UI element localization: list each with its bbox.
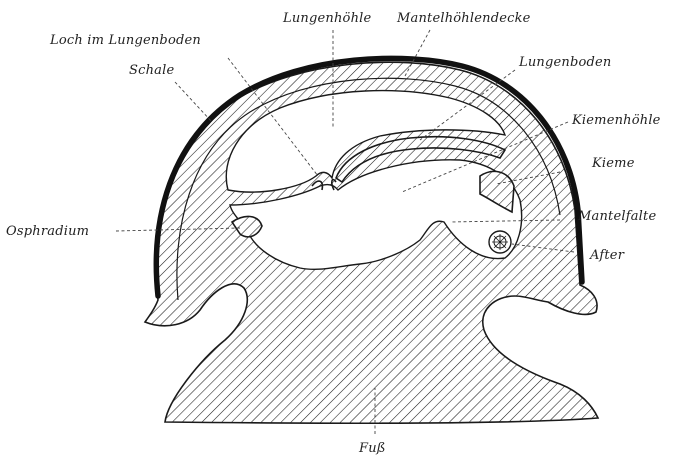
anus xyxy=(489,231,511,253)
label-mantelfalte: Mantelfalte xyxy=(577,209,656,224)
label-kieme: Kieme xyxy=(591,156,635,171)
label-lungenhoehle: Lungenhöhle xyxy=(282,11,371,26)
label-loch-im-lungenboden: Loch im Lungenboden xyxy=(49,33,201,48)
label-fuss: Fuß xyxy=(358,441,386,456)
label-mantelhoehlendecke: Mantelhöhlendecke xyxy=(396,11,531,26)
label-kiemenhoehle: Kiemenhöhle xyxy=(571,113,661,128)
label-osphradium: Osphradium xyxy=(6,224,89,239)
label-lungenboden: Lungenboden xyxy=(518,55,612,70)
leader-schale xyxy=(175,82,212,122)
label-schale: Schale xyxy=(129,63,174,78)
label-after: After xyxy=(589,248,625,263)
